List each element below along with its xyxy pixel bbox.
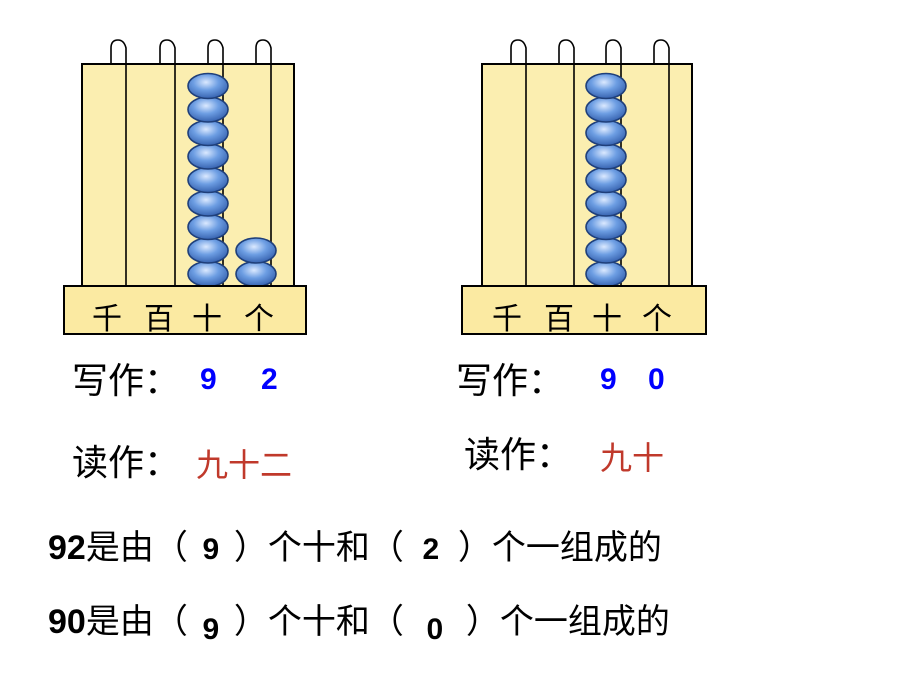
base-label-thousands: 千 (92, 302, 122, 337)
rod-hundreds (558, 39, 575, 286)
read-value-right: 九十 (600, 439, 665, 477)
write-label-right: 写作： (456, 361, 565, 402)
base-label-ones: 个 (244, 302, 274, 337)
write-label-left: 写作： (72, 361, 181, 402)
base-label-thousands: 千 (492, 302, 522, 337)
write-digit-tens-left: 9 (200, 363, 217, 396)
sentence-part: ）个十和（ (233, 528, 404, 568)
abacus-bead (187, 237, 229, 264)
write-digit-ones-left: 2 (261, 363, 278, 396)
abacus-right (461, 39, 707, 335)
abacus-bead (585, 260, 627, 288)
abacus-bead (187, 119, 229, 147)
abacus-right-base (461, 285, 707, 335)
sentence-number: 92 (48, 529, 86, 567)
abacus-left (63, 39, 307, 335)
answer-ones: 0 (426, 613, 444, 646)
abacus-bead (187, 260, 229, 288)
sentence-part: ）个一组成的 (465, 602, 670, 642)
read-label-right: 读作： (464, 435, 573, 476)
sentence-part: 是由（ (85, 602, 188, 642)
answer-tens: 9 (202, 533, 220, 566)
rod-ones (255, 39, 272, 286)
abacus-bead (187, 72, 229, 100)
write-digit-ones-right: 0 (648, 363, 665, 396)
rod-tens (605, 39, 622, 286)
abacus-bead (585, 213, 627, 241)
sentence-part: 是由（ (85, 528, 188, 568)
abacus-bead (235, 237, 277, 264)
rod-hundreds (159, 39, 176, 286)
sentence-part: ）个十和（ (233, 602, 404, 642)
rod-thousands (510, 39, 527, 286)
abacus-bead (187, 166, 229, 194)
base-label-hundreds: 百 (544, 302, 574, 337)
read-value-left: 九十二 (196, 446, 293, 484)
rod-thousands (110, 39, 127, 286)
abacus-bead (585, 143, 627, 170)
abacus-bead (585, 96, 627, 123)
abacus-bead (585, 237, 627, 264)
base-label-hundreds: 百 (144, 302, 174, 337)
rod-tens (207, 39, 224, 286)
abacus-bead (585, 166, 627, 194)
abacus-bead (585, 119, 627, 147)
abacus-bead (585, 72, 627, 100)
base-label-tens: 十 (192, 302, 222, 337)
abacus-bead (187, 143, 229, 170)
sentence-92: 92是由（ 9 ）个十和（ 2 ）个一组成的 (48, 520, 662, 569)
abacus-bead (235, 260, 277, 288)
abacus-bead (187, 190, 229, 217)
answer-tens: 9 (202, 613, 220, 646)
abacus-bead (187, 213, 229, 241)
write-digit-tens-right: 9 (600, 363, 617, 396)
rod-ones (653, 39, 670, 286)
read-label-left: 读作： (72, 443, 181, 484)
abacus-bead (187, 96, 229, 123)
abacus-left-base (63, 285, 307, 335)
abacus-bead (585, 190, 627, 217)
base-label-tens: 十 (592, 302, 622, 337)
abacus-right-beads (585, 72, 627, 288)
base-label-ones: 个 (642, 302, 672, 337)
answer-ones: 2 (422, 533, 440, 566)
sentence-number: 90 (48, 603, 86, 641)
sentence-90: 90是由（ 9 ）个十和（ 0 ）个一组成的 (48, 594, 670, 646)
sentence-part: ）个一组成的 (457, 528, 662, 568)
